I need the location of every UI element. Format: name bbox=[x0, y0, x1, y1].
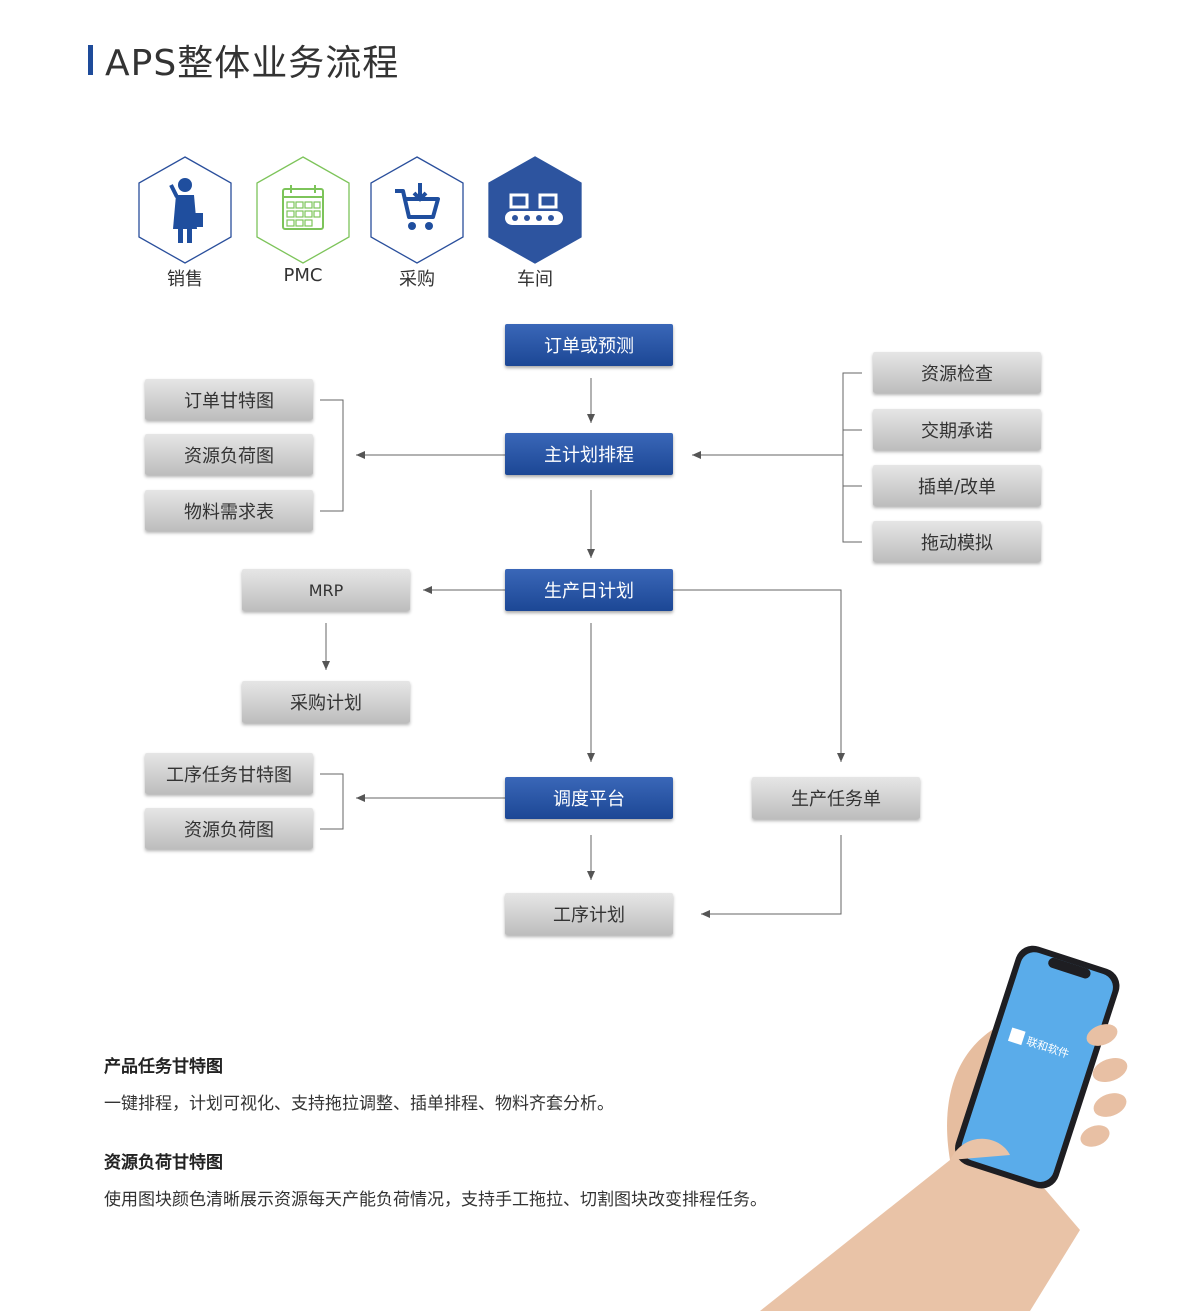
brand-logo-icon bbox=[1007, 1027, 1026, 1046]
flow-connectors bbox=[320, 372, 862, 918]
box-dispatch-platform: 调度平台 bbox=[505, 777, 673, 819]
role-label-workshop: 车间 bbox=[517, 269, 553, 290]
conveyor-belt-icon bbox=[488, 156, 582, 264]
role-label-sales: 销售 bbox=[167, 269, 203, 290]
description-text: 一键排程，计划可视化、支持拖拉调整、插单排程、物料齐套分析。 bbox=[104, 1094, 614, 1114]
box-resource-load-2: 资源负荷图 bbox=[145, 808, 313, 849]
box-daily-plan: 生产日计划 bbox=[505, 569, 673, 611]
description-text: 使用图块颜色清晰展示资源每天产能负荷情况，支持手工拖拉、切割图块改变排程任务。 bbox=[104, 1190, 767, 1210]
box-purchase-plan: 采购计划 bbox=[242, 681, 410, 723]
role-label-pmc: PMC bbox=[283, 265, 323, 286]
description-resource-gantt: 资源负荷甘特图 使用图块颜色清晰展示资源每天产能负荷情况，支持手工拖拉、切割图块… bbox=[104, 1148, 767, 1210]
description-product-gantt: 产品任务甘特图 一键排程，计划可视化、支持拖拉调整、插单排程、物料齐套分析。 bbox=[104, 1052, 614, 1114]
title-accent-bar bbox=[88, 45, 93, 75]
role-workshop: 车间 bbox=[485, 155, 585, 291]
box-mrp: MRP bbox=[242, 569, 410, 611]
box-material-requirements: 物料需求表 bbox=[145, 490, 313, 531]
role-sales: 销售 bbox=[135, 155, 235, 291]
box-order-forecast: 订单或预测 bbox=[505, 324, 673, 366]
hand-phone-illustration: 联和软件 bbox=[760, 945, 1128, 1311]
role-label-purchase: 采购 bbox=[399, 269, 435, 290]
box-order-gantt: 订单甘特图 bbox=[145, 379, 313, 420]
box-resource-check: 资源检查 bbox=[873, 352, 1041, 393]
shopping-cart-icon bbox=[370, 156, 464, 264]
box-drag-simulation: 拖动模拟 bbox=[873, 521, 1041, 562]
salesperson-icon bbox=[138, 156, 232, 264]
box-process-plan: 工序计划 bbox=[505, 893, 673, 935]
description-title: 产品任务甘特图 bbox=[104, 1057, 223, 1077]
page-title-wrap: APS整体业务流程 bbox=[88, 38, 399, 84]
page-title: APS整体业务流程 bbox=[105, 43, 400, 84]
box-insert-change-order: 插单/改单 bbox=[873, 465, 1041, 506]
box-resource-load: 资源负荷图 bbox=[145, 434, 313, 475]
description-title: 资源负荷甘特图 bbox=[104, 1153, 223, 1173]
box-process-task-gantt: 工序任务甘特图 bbox=[145, 753, 313, 794]
role-pmc: PMC bbox=[253, 155, 353, 286]
role-purchase: 采购 bbox=[367, 155, 467, 291]
box-master-schedule: 主计划排程 bbox=[505, 433, 673, 475]
box-delivery-promise: 交期承诺 bbox=[873, 409, 1041, 450]
calendar-icon bbox=[256, 156, 350, 264]
box-production-task: 生产任务单 bbox=[752, 777, 920, 819]
